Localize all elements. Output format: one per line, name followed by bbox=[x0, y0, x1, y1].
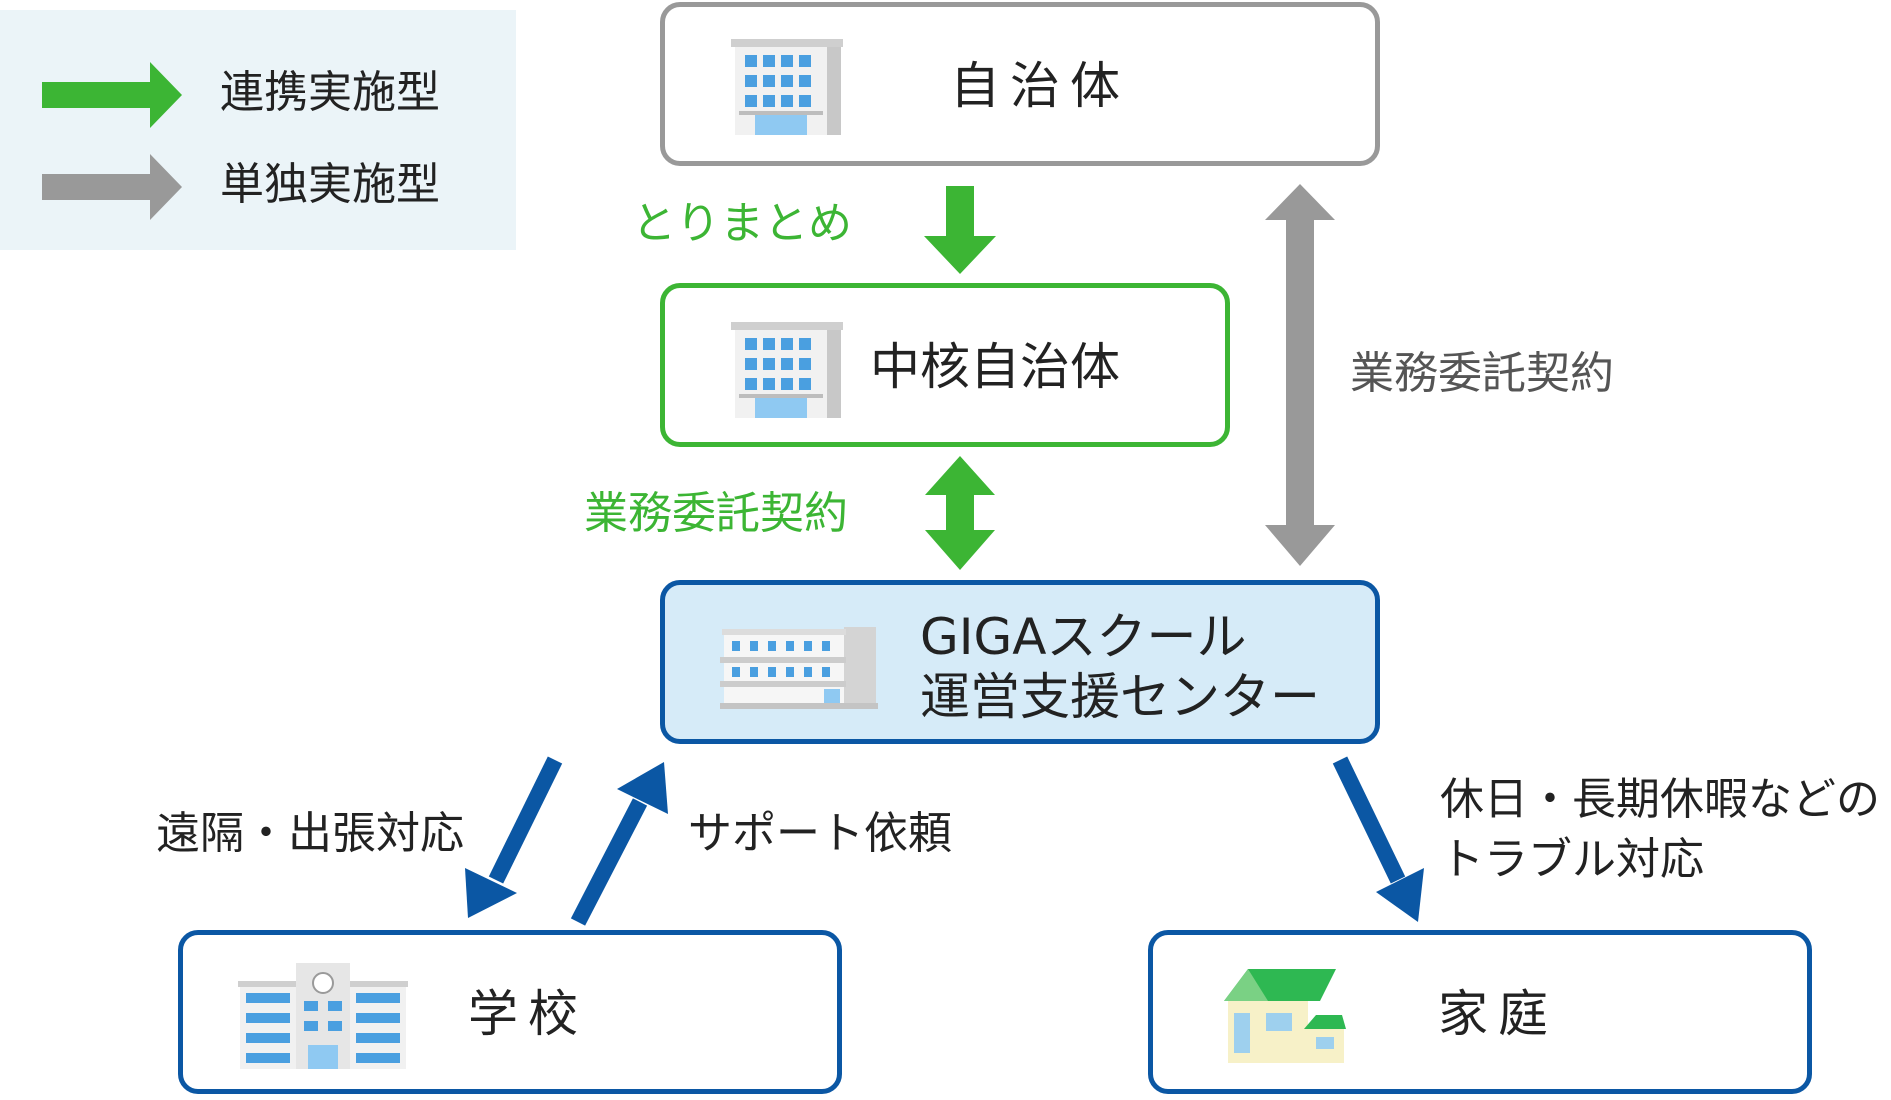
support-center-label: GIGAスクール 運営支援センター bbox=[920, 607, 1320, 727]
support-center-label-line1: GIGAスクール bbox=[920, 608, 1247, 666]
arrow-remote-visit-head bbox=[465, 868, 517, 918]
gray-arrow-icon bbox=[42, 154, 182, 220]
office-building-icon bbox=[731, 322, 843, 418]
remote-visit-label: 遠隔・出張対応 bbox=[156, 808, 464, 859]
arrow-consolidate bbox=[924, 186, 996, 274]
core-government-label: 中核自治体 bbox=[870, 338, 1120, 396]
local-government-box: 自治体 bbox=[660, 2, 1380, 166]
holiday-trouble-label-line2: トラブル対応 bbox=[1440, 834, 1704, 885]
arrow-remote-visit-shaft bbox=[488, 756, 563, 884]
school-building-icon bbox=[238, 963, 408, 1069]
school-box: 学校 bbox=[178, 930, 842, 1094]
support-center-building-icon bbox=[720, 627, 878, 709]
arrow-green-contract bbox=[925, 456, 995, 570]
support-request-label: サポート依頼 bbox=[688, 808, 952, 859]
legend: 連携実施型 単独実施型 bbox=[0, 10, 516, 250]
consolidate-label: とりまとめ bbox=[632, 198, 852, 249]
school-label: 学校 bbox=[468, 985, 588, 1043]
support-center-label-line2: 運営支援センター bbox=[920, 668, 1320, 726]
legend-label-standalone: 単独実施型 bbox=[220, 159, 440, 210]
holiday-trouble-label: 休日・長期休暇などの トラブル対応 bbox=[1440, 770, 1880, 890]
office-building-icon bbox=[731, 39, 843, 135]
home-label: 家庭 bbox=[1438, 985, 1558, 1043]
arrow-support-request-head bbox=[617, 762, 668, 814]
support-center-box: GIGAスクール 運営支援センター bbox=[660, 580, 1380, 744]
gray-contract-label: 業務委託契約 bbox=[1350, 348, 1614, 399]
arrow-holiday-trouble-head bbox=[1376, 868, 1424, 922]
green-arrow-icon bbox=[42, 62, 182, 128]
arrow-support-request-shaft bbox=[570, 798, 648, 926]
legend-label-collaborative: 連携実施型 bbox=[220, 67, 440, 118]
home-box: 家庭 bbox=[1148, 930, 1812, 1094]
green-contract-label: 業務委託契約 bbox=[584, 488, 848, 539]
local-government-label: 自治体 bbox=[950, 57, 1130, 115]
holiday-trouble-label-line1: 休日・長期休暇などの bbox=[1440, 774, 1880, 825]
arrow-holiday-trouble-shaft bbox=[1332, 756, 1406, 884]
core-government-box: 中核自治体 bbox=[660, 283, 1230, 447]
house-icon bbox=[1224, 969, 1346, 1063]
arrow-gray-contract bbox=[1265, 184, 1335, 566]
